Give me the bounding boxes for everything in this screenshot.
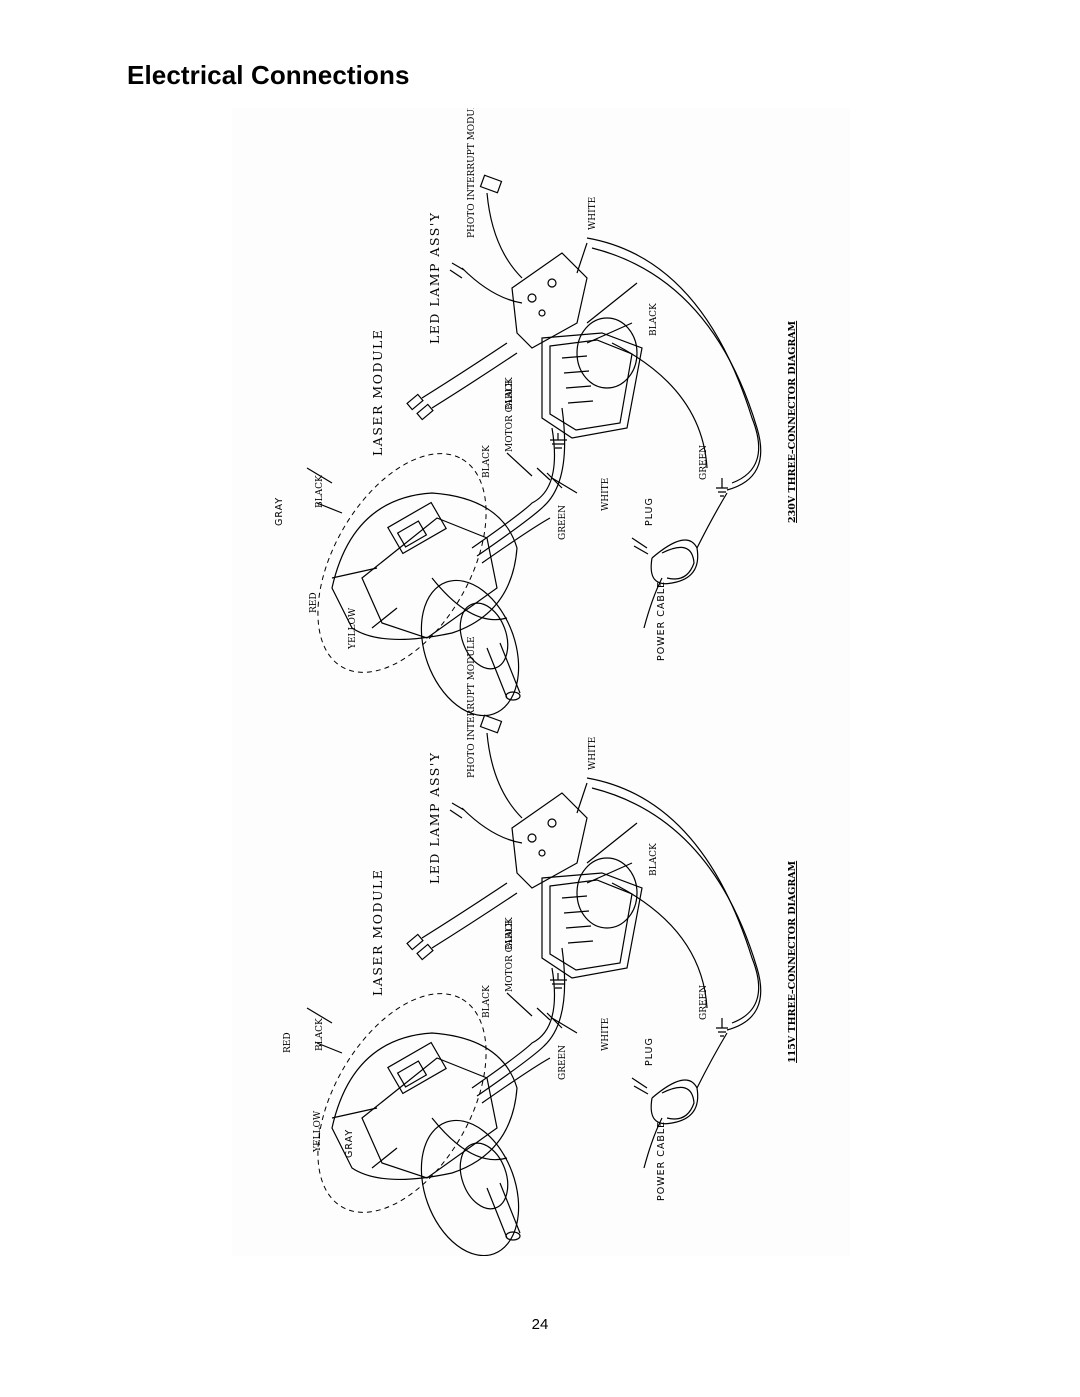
label-white-top: WHITE <box>588 737 598 770</box>
label-led-lamp-assy: LED LAMP ASS'Y <box>427 211 442 344</box>
label-black-cable: BLACK <box>505 377 515 410</box>
page-number: 24 <box>531 1316 549 1333</box>
diagram-230v-title: 230V THREE–CONNECTOR DIAGRAM <box>787 320 798 523</box>
label-black-top: BLACK <box>315 475 325 508</box>
label-black-cable: BLACK <box>505 917 515 950</box>
label-motor-cable: MOTOR CABLE <box>505 920 515 992</box>
wiring-diagram-figure: PHOTO INTERRUPT MODULE LED LAMP ASS'Y LA… <box>232 108 850 1256</box>
label-laser-module: LASER MODULE <box>370 869 385 996</box>
label-black-top: BLACK <box>315 1018 325 1051</box>
label-white-top: WHITE <box>588 197 598 230</box>
label-red: RED <box>283 1032 293 1053</box>
label-green-plug: GREEN <box>699 445 709 480</box>
label-motor-cable: MOTOR CABLE <box>505 380 515 452</box>
label-gray: GRAY <box>344 1129 355 1158</box>
label-yellow: YELLOW <box>348 607 358 650</box>
label-photo-interrupt-module: PHOTO INTERRUPT MODULE <box>467 108 477 238</box>
label-photo-interrupt-module: PHOTO INTERRUPT MODULE <box>467 636 477 778</box>
label-black-right: BLACK <box>649 843 659 876</box>
label-white-bottom: WHITE <box>601 1018 611 1051</box>
label-black-motor: BLACK <box>482 985 492 1018</box>
page-title: Electrical Connections <box>127 60 410 90</box>
label-plug: PLUG <box>644 497 655 526</box>
label-power-cable: POWER CABLE <box>656 581 667 661</box>
label-red: RED <box>309 592 319 613</box>
label-black-right: BLACK <box>649 303 659 336</box>
label-laser-module: LASER MODULE <box>370 329 385 456</box>
label-yellow: YELLOW <box>313 1110 323 1153</box>
labels-230v: PHOTO INTERRUPT MODULE LED LAMP ASS'Y LA… <box>274 108 798 661</box>
label-led-lamp-assy: LED LAMP ASS'Y <box>427 751 442 884</box>
label-green-bottom: GREEN <box>558 505 568 540</box>
diagram-230v-drawing <box>306 174 762 717</box>
diagram-115v-drawing <box>306 714 762 1256</box>
label-white-bottom: WHITE <box>601 478 611 511</box>
label-plug: PLUG <box>644 1037 655 1066</box>
diagram-115v-title: 115V THREE–CONNECTOR DIAGRAM <box>787 860 798 1063</box>
label-green-bottom: GREEN <box>558 1045 568 1080</box>
label-black-motor: BLACK <box>482 445 492 478</box>
label-power-cable: POWER CABLE <box>656 1121 667 1201</box>
label-gray: GRAY <box>274 497 285 526</box>
labels-115v: PHOTO INTERRUPT MODULE LED LAMP ASS'Y LA… <box>283 636 798 1201</box>
label-green-plug: GREEN <box>699 985 709 1020</box>
